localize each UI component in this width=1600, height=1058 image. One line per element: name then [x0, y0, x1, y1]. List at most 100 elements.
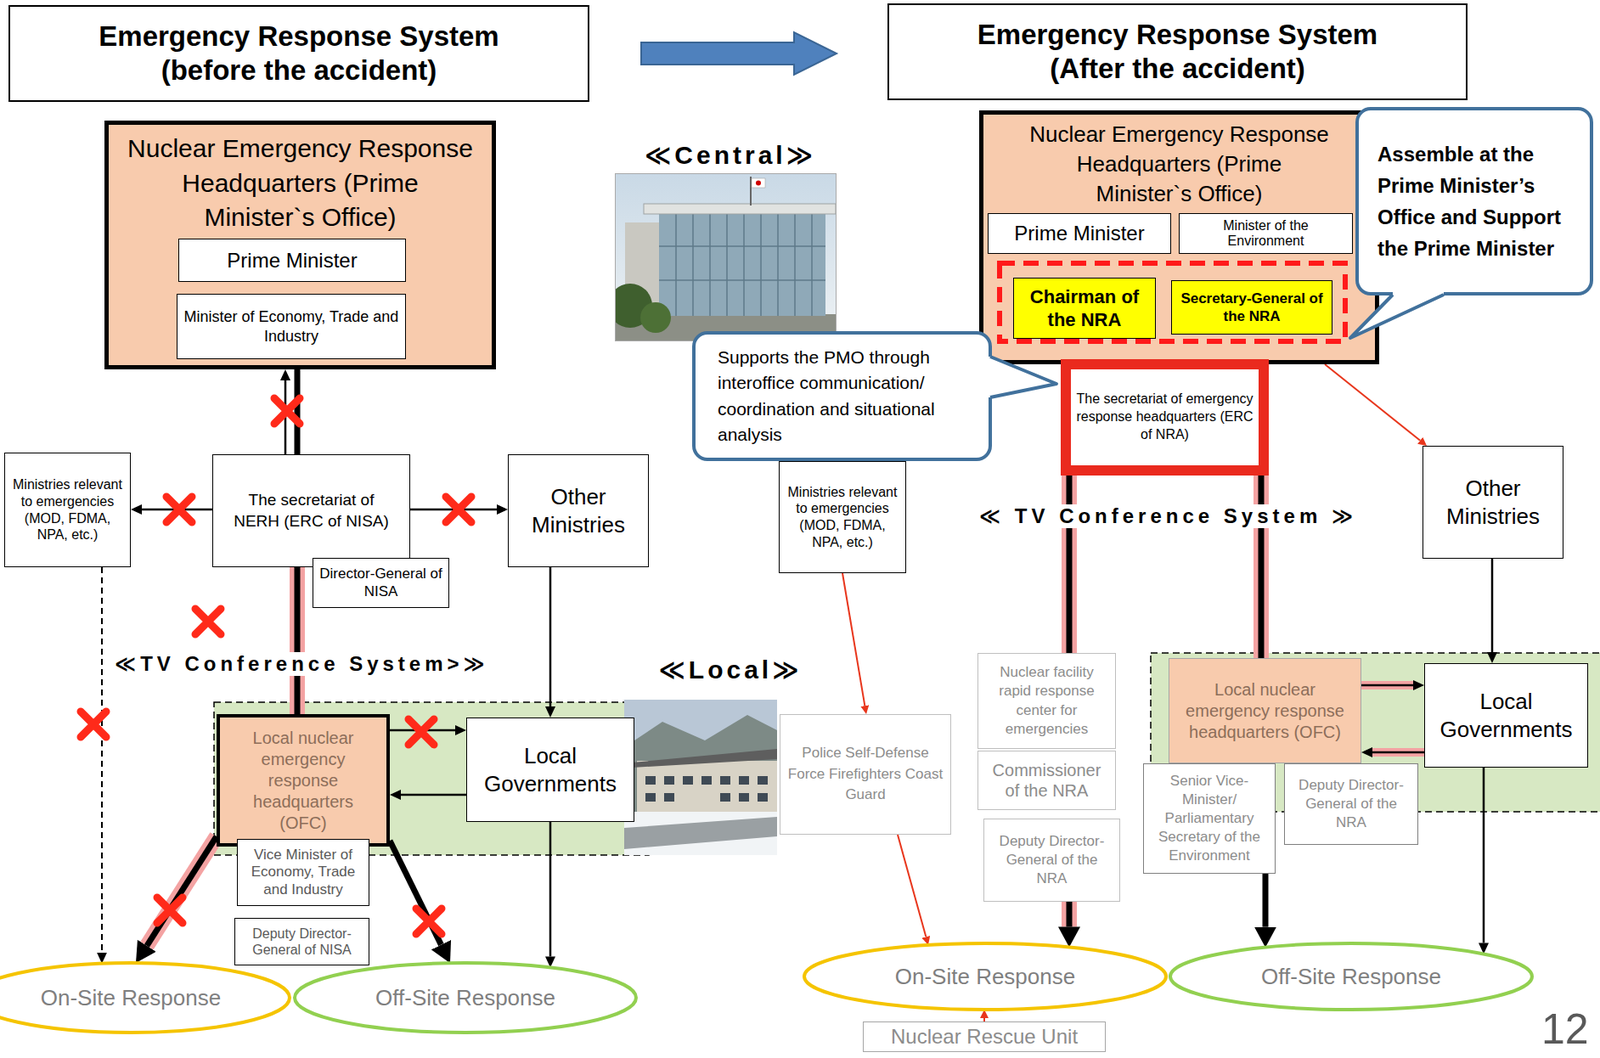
- responder-box: Police Self-Defense Force Firefighters C…: [779, 714, 952, 835]
- photo-flagpole: [749, 176, 752, 206]
- node-text: On-Site Response: [40, 984, 221, 1013]
- headquarters-box: Nuclear Emergency Response Headquarters …: [104, 120, 496, 370]
- ellipse-shape: [1170, 943, 1533, 1010]
- node-text: On-Site Response: [895, 963, 1076, 992]
- photo-flag-disc: [755, 180, 761, 186]
- ellipse-shape: [0, 963, 290, 1033]
- node-text: Assemble at the Prime Minister’s Office …: [1377, 138, 1572, 265]
- connector-halo: [289, 567, 305, 715]
- agency-box: Ministries relevant to emergencies (MOD,…: [4, 452, 131, 568]
- facility-box: Nuclear facility rapid response center f…: [977, 653, 1116, 750]
- section-label: ≪Local≫: [653, 655, 807, 684]
- official-box: Director-General of NISA: [312, 557, 450, 609]
- callout-bubble: Supports the PMO through interoffice com…: [692, 331, 992, 462]
- photo-windows: [645, 776, 768, 802]
- connector: [141, 508, 213, 512]
- node-text: Minister of the Environment: [1184, 218, 1347, 250]
- node-text: Emergency Response System (After the acc…: [948, 17, 1408, 85]
- node-text: Nuclear Emergency Response Headquarters …: [124, 131, 476, 236]
- local-office-photo: [624, 699, 778, 856]
- node-text: Emergency Response System (before the ac…: [69, 19, 529, 87]
- connector: [410, 508, 497, 512]
- node-text: Other Ministries: [513, 483, 643, 539]
- photo-sky: [614, 173, 837, 342]
- cross-mark-stroke: [274, 398, 300, 424]
- cross-mark-stroke: [166, 496, 192, 523]
- official-box: Senior Vice-Minister/ Parliamentary Secr…: [1143, 763, 1276, 874]
- connector: [1482, 767, 1486, 943]
- photo-tree: [640, 302, 671, 333]
- title-box: Emergency Response System (After the acc…: [887, 3, 1468, 101]
- official-box: Secretary-General of the NRA: [1171, 280, 1333, 335]
- node-text: Other Ministries: [1428, 474, 1558, 530]
- official-box: Commissioner of the NRA: [977, 750, 1116, 811]
- node-text: Supports the PMO through interoffice com…: [717, 344, 967, 449]
- node-text: Deputy Director-General of NISA: [240, 925, 364, 958]
- connector-halo: [1061, 901, 1077, 927]
- ellipse-shape: [294, 963, 637, 1033]
- official-box: Minister of Economy, Trade and Industry: [176, 293, 406, 360]
- photo-road: [624, 816, 778, 850]
- node-text: Minister of Economy, Trade and Industry: [182, 307, 400, 346]
- node-text: Prime Minister: [1014, 220, 1144, 247]
- cross-mark: [166, 496, 192, 523]
- photo-roof: [631, 749, 778, 768]
- connector: [294, 369, 301, 455]
- government-box: Local Governments: [1424, 663, 1589, 768]
- secretariat-box: The secretariat of emergency response he…: [1060, 359, 1269, 476]
- connector: [549, 822, 553, 957]
- office-photo: [614, 173, 837, 342]
- cross-mark: [195, 608, 221, 635]
- node-text: Nuclear Rescue Unit: [890, 1025, 1078, 1050]
- response-ellipse: Off-Site Response: [292, 960, 639, 1036]
- connector-lines: [101, 364, 1493, 1022]
- transition-arrow: [641, 32, 837, 75]
- connector: [146, 836, 217, 947]
- photo-mullions: [659, 212, 826, 316]
- photo-building: [636, 760, 778, 812]
- node-text: Prime Minister: [226, 247, 357, 274]
- photo-snow: [624, 811, 778, 856]
- official-box: Prime Minister: [178, 238, 406, 282]
- connector: [1066, 475, 1073, 654]
- official-box: Deputy Director-General of the NRA: [983, 818, 1121, 902]
- connector: [389, 729, 456, 733]
- page-number: 12: [1541, 1006, 1589, 1054]
- node-text: Ministries relevant to emergencies (MOD,…: [784, 484, 901, 551]
- cross-mark: [157, 897, 183, 924]
- connector: [549, 567, 553, 707]
- cross-mark-stroke: [445, 496, 472, 523]
- channel-label: ≪ TV Conference System ≫: [976, 504, 1360, 529]
- local-zone-band: [214, 702, 649, 856]
- connector: [1066, 901, 1073, 927]
- cross-mark-stroke: [408, 719, 434, 745]
- unit-box: Nuclear Rescue Unit: [862, 1021, 1106, 1053]
- ellipse-shape: [804, 943, 1167, 1010]
- section-label: ≪Central≫: [619, 140, 841, 170]
- node-text: Nuclear facility rapid response center f…: [983, 663, 1110, 739]
- node-text: Local nuclear emergency response headqua…: [230, 727, 377, 834]
- node-text: Deputy Director-General of the NRA: [989, 832, 1115, 889]
- official-box: Prime Minister: [987, 213, 1172, 254]
- official-box: Minister of the Environment: [1178, 213, 1353, 254]
- connector: [1372, 751, 1425, 755]
- official-box: Chairman of the NRA: [1013, 277, 1156, 339]
- node-text: Commissioner of the NRA: [983, 760, 1110, 801]
- node-text: Off-Site Response: [1261, 963, 1442, 992]
- connector: [101, 567, 103, 953]
- node-text: The secretariat of NERH (ERC of NISA): [230, 490, 393, 532]
- connector-halo: [1372, 748, 1425, 757]
- connector-halo: [1253, 475, 1269, 659]
- secretariat-box: The secretariat of NERH (ERC of NISA): [212, 454, 411, 568]
- node-text: The secretariat of emergency response he…: [1076, 390, 1254, 444]
- agency-box: Other Ministries: [1422, 445, 1564, 559]
- photo-hill: [624, 715, 778, 856]
- node-text: Ministries relevant to emergencies (MOD,…: [10, 476, 125, 543]
- cross-mark: [408, 719, 434, 745]
- connector: [284, 380, 288, 455]
- node-text: Local Governments: [472, 742, 629, 798]
- node-text: Vice Minister of Economy, Trade and Indu…: [242, 846, 364, 899]
- connector: [389, 840, 441, 946]
- cross-mark-stroke: [80, 711, 107, 738]
- title-box: Emergency Response System (before the ac…: [8, 5, 590, 102]
